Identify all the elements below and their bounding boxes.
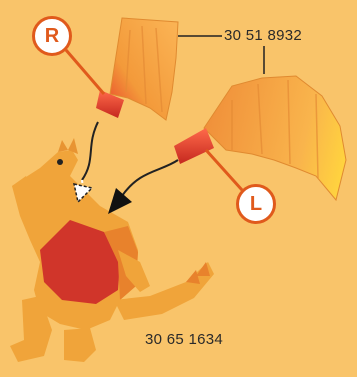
left-wing (174, 75, 347, 202)
right-wing (96, 17, 179, 121)
dragon-figure (10, 138, 214, 362)
wings-code-leader (178, 35, 265, 74)
wings-part-number: 30 51 8932 (224, 27, 303, 44)
left-side-badge: L (236, 184, 276, 224)
right-side-badge: R (32, 16, 72, 56)
r-badge-leader (64, 49, 106, 95)
right-wing-insert-arrow (73, 121, 99, 204)
dragon-part-number: 30 65 1634 (145, 331, 224, 348)
left-wing-insert-arrow (108, 159, 179, 214)
l-badge-leader (204, 148, 244, 192)
